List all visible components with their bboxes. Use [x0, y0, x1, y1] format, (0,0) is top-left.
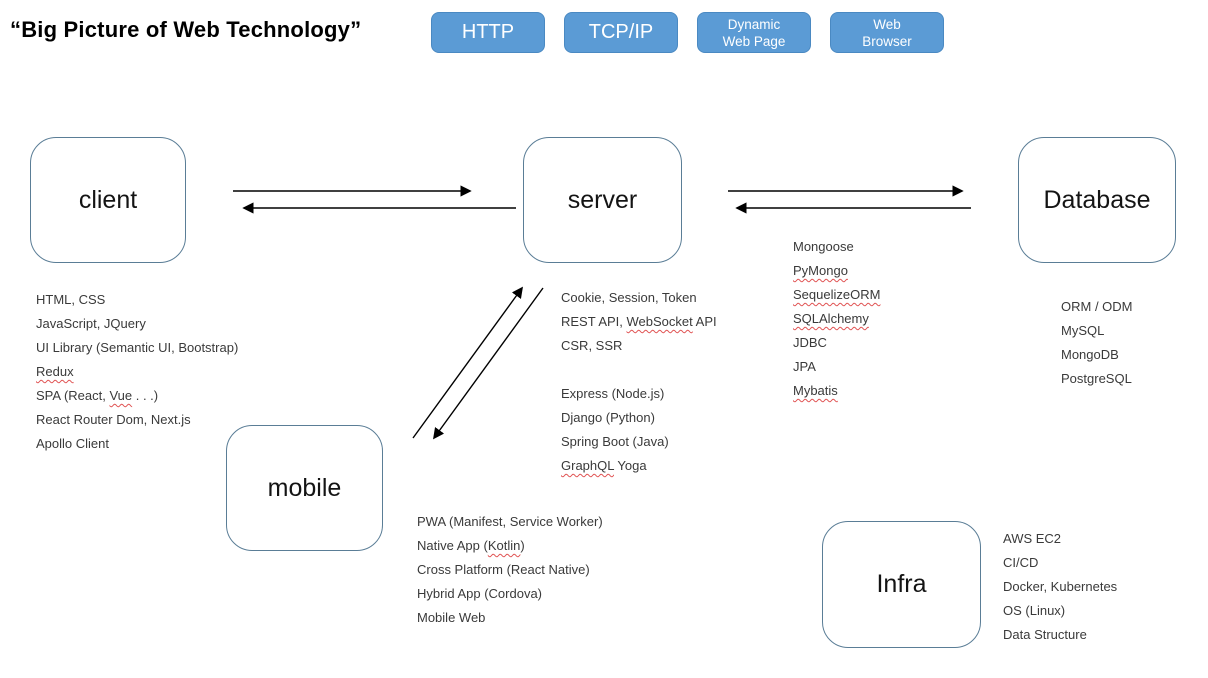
node-mobile-label: mobile: [267, 473, 342, 502]
client-tech-list: HTML, CSS JavaScript, JQuery UI Library (S…: [36, 288, 238, 456]
list-item: GraphQL Yoga: [561, 458, 647, 473]
list-item: Mybatis: [793, 383, 838, 398]
database-tech-list: ORM / ODM MySQL MongoDB PostgreSQL: [1061, 295, 1133, 391]
list-item: SequelizeORM: [793, 287, 881, 302]
list-item: Django (Python): [561, 410, 655, 425]
node-server: server: [523, 137, 682, 263]
node-mobile: mobile: [226, 425, 383, 551]
mobile-tech-list: PWA (Manifest, Service Worker) Native App…: [417, 510, 603, 630]
list-item: CI/CD: [1003, 555, 1039, 570]
list-item: React Router Dom, Next.js: [36, 412, 191, 427]
list-item: [561, 358, 717, 382]
list-item: MongoDB: [1061, 347, 1119, 362]
node-database-label: Database: [1043, 185, 1151, 214]
list-item: JPA: [793, 359, 816, 374]
list-item: UI Library (Semantic UI, Bootstrap): [36, 340, 239, 355]
node-infra: Infra: [822, 521, 981, 648]
list-item: Docker, Kubernetes: [1003, 579, 1118, 594]
node-client-label: client: [78, 185, 138, 214]
list-item: Cross Platform (React Native): [417, 562, 590, 577]
list-item: CSR, SSR: [561, 338, 623, 353]
list-item: PostgreSQL: [1061, 371, 1132, 386]
list-item: Express (Node.js): [561, 386, 665, 401]
list-item: ORM / ODM: [1061, 299, 1133, 314]
list-item: MySQL: [1061, 323, 1105, 338]
list-item: Hybrid App (Cordova): [417, 586, 542, 601]
node-infra-label: Infra: [876, 570, 927, 598]
list-item: HTML, CSS: [36, 292, 106, 307]
list-item: Apollo Client: [36, 436, 109, 451]
list-item: REST API, WebSocket API: [561, 314, 717, 329]
page-title: “Big Picture of Web Technology”: [10, 17, 362, 42]
list-item: Native App (Kotlin): [417, 538, 525, 553]
list-item: PyMongo: [793, 263, 848, 278]
list-item: SQLAlchemy: [793, 311, 869, 326]
list-item: PWA (Manifest, Service Worker): [417, 514, 603, 529]
list-item: Data Structure: [1003, 627, 1087, 642]
arrow-mobile-to-server: [412, 286, 523, 439]
list-item: Mongoose: [793, 239, 854, 254]
arrow-server-to-mobile: [433, 287, 544, 440]
list-item: Cookie, Session, Token: [561, 290, 697, 305]
list-item: AWS EC2: [1003, 531, 1062, 546]
list-item: JavaScript, JQuery: [36, 316, 146, 331]
tag-dynamic-web-page: Dynamic Web Page: [697, 12, 811, 53]
list-item: Redux: [36, 364, 74, 379]
tag-web-browser: Web Browser: [830, 12, 944, 53]
list-item: SPA (React, Vue . . .): [36, 388, 159, 403]
list-item: JDBC: [793, 335, 827, 350]
list-item: OS (Linux): [1003, 603, 1066, 618]
node-client: client: [30, 137, 186, 263]
list-item: Mobile Web: [417, 610, 486, 625]
node-database: Database: [1018, 137, 1176, 263]
node-server-label: server: [567, 185, 638, 214]
tag-tcpip: TCP/IP: [564, 12, 678, 53]
tag-http: HTTP: [431, 12, 545, 53]
list-item: Spring Boot (Java): [561, 434, 669, 449]
